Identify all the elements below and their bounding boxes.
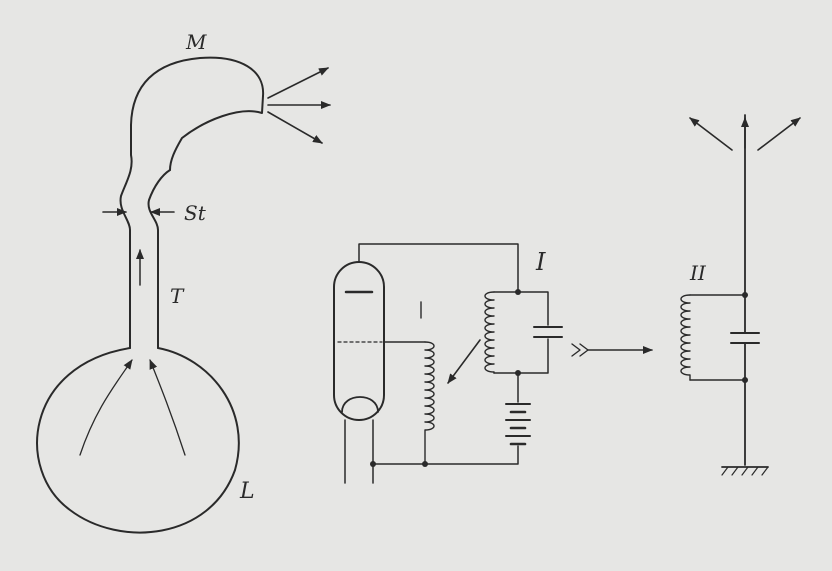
label-circuit-one: I [535, 248, 546, 276]
sound-arrow-down [267, 111, 323, 144]
antenna-arrow-right [757, 117, 801, 151]
junction-grid-return [422, 461, 428, 467]
energy-transfer-arrow [571, 343, 653, 357]
label-lung: L [239, 479, 255, 504]
label-mouth: M [185, 30, 207, 54]
return-wire [372, 445, 519, 465]
junction-bottom [515, 370, 521, 376]
junction-top [515, 289, 521, 295]
label-constriction: St [184, 201, 207, 225]
tube-oscillator-circuit: I [333, 243, 563, 484]
ground-symbol [721, 466, 769, 476]
antenna-junction-top [742, 292, 748, 298]
tube-cathode-filament [341, 396, 379, 413]
vocal-apparatus-figure: M St T L [36, 30, 331, 534]
antenna-inductor-coil [680, 294, 691, 381]
battery-symbol [505, 403, 531, 446]
windpipe-left-wall [119, 124, 133, 349]
antenna-capacitor-gap [738, 333, 752, 343]
antenna-circuit: II [680, 114, 801, 476]
label-tube: T [170, 284, 185, 308]
label-circuit-two: II [689, 261, 707, 285]
grid-inductor-coil [424, 341, 435, 465]
sound-arrow-up [267, 67, 329, 99]
coupling-arrow [447, 339, 481, 384]
lung-bulb-outline [36, 347, 240, 534]
airflow-lung-arrow-left [79, 359, 133, 456]
mouth-cavity-outline [130, 56, 265, 171]
airflow-lung-arrow-right [149, 359, 186, 456]
antenna-junction-bottom [742, 377, 748, 383]
windpipe-right-wall [147, 169, 171, 349]
junction-filament-return [370, 461, 376, 467]
tank-inductor-coil [484, 291, 495, 374]
anode-wire [358, 243, 519, 293]
tank-wire-top [493, 291, 549, 326]
tank-wire-bottom [493, 338, 549, 374]
antenna-arrow-left [689, 117, 733, 151]
